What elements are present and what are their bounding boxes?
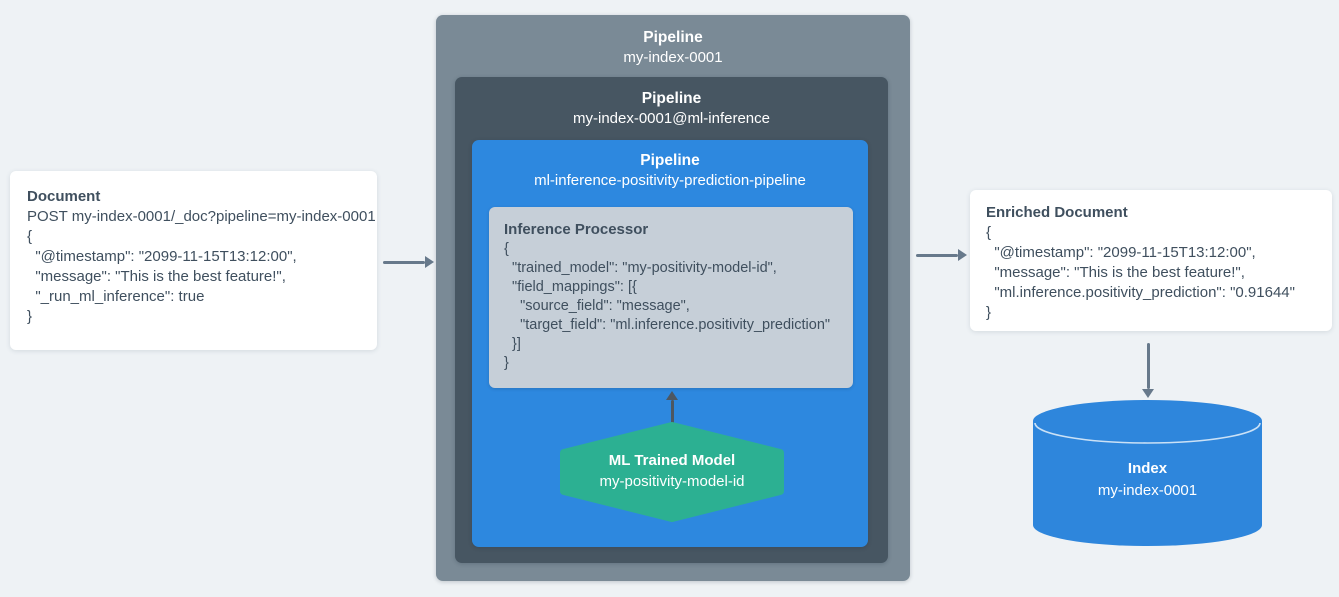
ml-model-hexagon bbox=[560, 422, 784, 522]
cylinder-body bbox=[1033, 400, 1262, 546]
inference-processor-box: Inference Processor { "trained_model": "… bbox=[489, 207, 853, 388]
arrow-down-icon bbox=[1141, 343, 1155, 398]
pipeline-middle-name: my-index-0001@ml-inference bbox=[573, 110, 770, 127]
processor-code-line: }] bbox=[504, 336, 521, 352]
hexagon-icon bbox=[560, 422, 784, 522]
document-code-line: POST my-index-0001/_doc?pipeline=my-inde… bbox=[27, 208, 376, 225]
arrow-shaft bbox=[1146, 343, 1150, 389]
document-card: Document POST my-index-0001/_doc?pipelin… bbox=[10, 171, 377, 350]
arrow-head bbox=[1142, 389, 1154, 398]
arrow-head bbox=[425, 256, 434, 268]
processor-code-line: "source_field": "message", bbox=[504, 298, 690, 314]
pipeline-inner-title: Pipeline bbox=[640, 152, 700, 169]
arrow-right-icon bbox=[383, 256, 434, 268]
index-label: Index my-index-0001 bbox=[1033, 458, 1262, 502]
processor-code-line: "target_field": "ml.inference.positivity… bbox=[504, 317, 831, 333]
enriched-code-line: "@timestamp": "2099-11-15T13:12:00", bbox=[986, 244, 1256, 261]
enriched-document-title: Enriched Document bbox=[986, 204, 1128, 221]
pipeline-outer-title: Pipeline bbox=[643, 29, 703, 46]
arrow-shaft bbox=[670, 400, 674, 425]
processor-code-line: "field_mappings": [{ bbox=[504, 279, 637, 295]
ml-model-name: my-positivity-model-id bbox=[599, 473, 745, 490]
enriched-code-line: } bbox=[986, 304, 992, 321]
ml-model-title: ML Trained Model bbox=[608, 452, 736, 469]
document-card-title: Document bbox=[27, 188, 101, 205]
hexagon-outline bbox=[560, 422, 784, 522]
database-cylinder-icon bbox=[1033, 400, 1262, 546]
enriched-code-line: "ml.inference.positivity_prediction": "0… bbox=[986, 284, 1295, 301]
cylinder-rim bbox=[1034, 422, 1261, 444]
processor-code-line: { bbox=[504, 241, 509, 257]
enriched-code-line: "message": "This is the best feature!", bbox=[986, 264, 1245, 281]
document-code-line: "_run_ml_inference": true bbox=[27, 288, 205, 305]
index-title: Index bbox=[1127, 460, 1168, 477]
arrow-head bbox=[958, 249, 967, 261]
hexagon-shape bbox=[564, 426, 780, 518]
arrow-head bbox=[666, 391, 678, 400]
pipeline-inner-name: ml-inference-positivity-prediction-pipel… bbox=[534, 172, 806, 189]
index-cylinder bbox=[1033, 400, 1262, 546]
pipeline-outer-name: my-index-0001 bbox=[623, 49, 723, 66]
arrow-shaft bbox=[383, 260, 425, 264]
enriched-document-card: Enriched Document { "@timestamp": "2099-… bbox=[970, 190, 1332, 331]
arrow-up-icon bbox=[665, 391, 679, 425]
arrow-shaft bbox=[916, 253, 958, 257]
document-code-line: "@timestamp": "2099-11-15T13:12:00", bbox=[27, 248, 297, 265]
processor-code-line: } bbox=[504, 355, 509, 371]
processor-code-line: "trained_model": "my-positivity-model-id… bbox=[504, 260, 777, 276]
index-name: my-index-0001 bbox=[1097, 482, 1198, 499]
document-code-line: "message": "This is the best feature!", bbox=[27, 268, 286, 285]
ml-model-label: ML Trained Model my-positivity-model-id bbox=[560, 450, 784, 492]
document-code-line: { bbox=[27, 228, 33, 245]
inference-processor-title: Inference Processor bbox=[504, 221, 649, 238]
enriched-code-line: { bbox=[986, 224, 992, 241]
pipeline-middle-title: Pipeline bbox=[641, 90, 702, 107]
arrow-right-icon bbox=[916, 249, 967, 261]
document-code-line: } bbox=[27, 308, 33, 325]
